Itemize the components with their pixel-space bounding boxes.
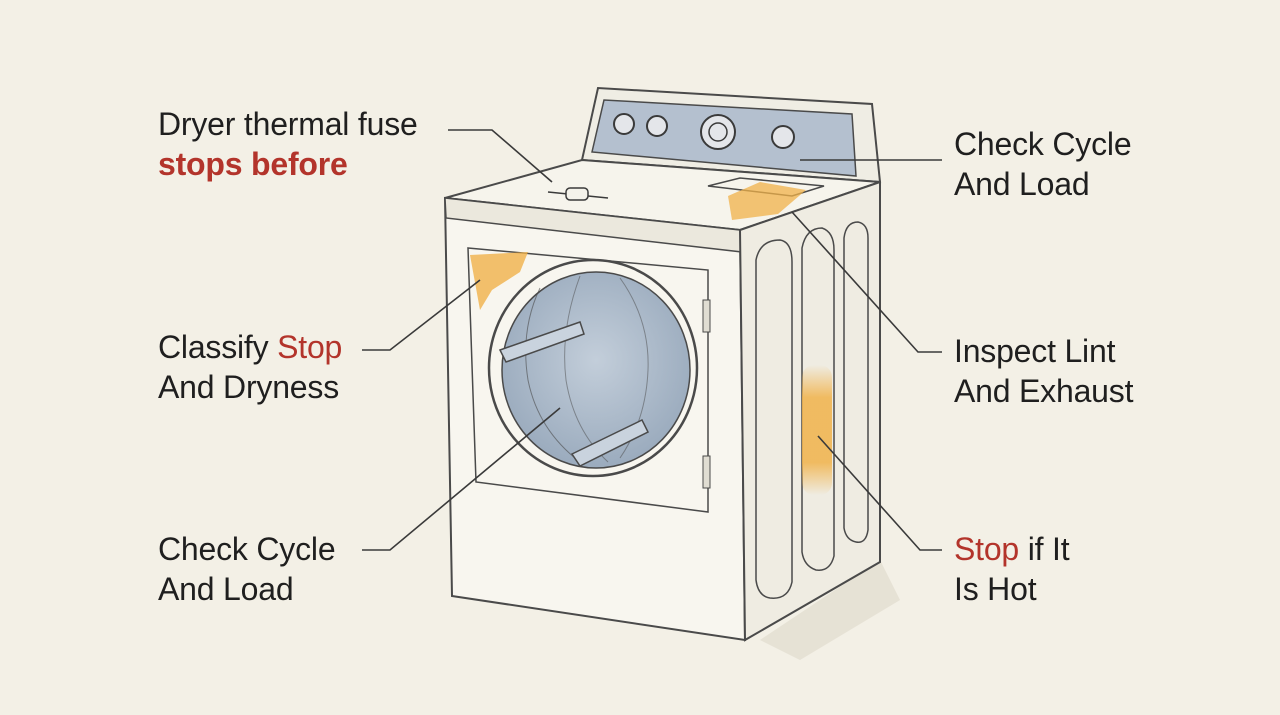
label-lint-line1: Inspect Lint — [954, 333, 1116, 369]
label-hot-stop-word: Stop — [954, 531, 1020, 567]
label-hot-line2: Is Hot — [954, 571, 1037, 607]
door-frame — [467, 247, 709, 513]
leader-lint — [791, 211, 942, 353]
leader-classify — [362, 279, 481, 351]
label-fuse-line2: stops before — [158, 146, 348, 182]
label-fuse-line1: Dryer thermal fuse — [158, 106, 418, 142]
heat-spot — [802, 365, 832, 495]
label-classify-stop-word: Stop — [277, 329, 343, 365]
label-cycle-right-line2: And Load — [954, 166, 1090, 202]
label-cycle-left-line1: Check Cycle — [158, 531, 336, 567]
floor-shadow — [760, 560, 900, 660]
heat-spot — [470, 252, 528, 310]
label-check-cycle-left: Check Cycle And Load — [158, 529, 336, 609]
leader-cycle-left — [362, 407, 561, 551]
label-cycle-right-line1: Check Cycle — [954, 126, 1132, 162]
thermal-fuse-icon — [547, 187, 609, 201]
label-thermal-fuse: Dryer thermal fuse stops before — [158, 104, 418, 184]
label-lint-line2: And Exhaust — [954, 373, 1134, 409]
leader-fuse — [448, 129, 553, 183]
dryer-drum — [501, 271, 691, 469]
label-check-cycle-right: Check Cycle And Load — [954, 124, 1132, 204]
label-hot-rest: if It — [1019, 531, 1070, 567]
leader-hot — [817, 435, 942, 551]
label-classify-stop: Classify Stop And Dryness — [158, 327, 342, 407]
label-stop-if-hot: Stop if It Is Hot — [954, 529, 1070, 609]
label-inspect-lint: Inspect Lint And Exhaust — [954, 331, 1133, 411]
leader-lines — [362, 129, 942, 551]
label-cycle-left-line2: And Load — [158, 571, 294, 607]
heat-spot — [728, 182, 806, 220]
control-console — [580, 86, 882, 184]
control-knob-icon[interactable] — [613, 113, 795, 150]
label-classify-line2: And Dryness — [158, 369, 339, 405]
label-classify-word: Classify — [158, 329, 278, 365]
